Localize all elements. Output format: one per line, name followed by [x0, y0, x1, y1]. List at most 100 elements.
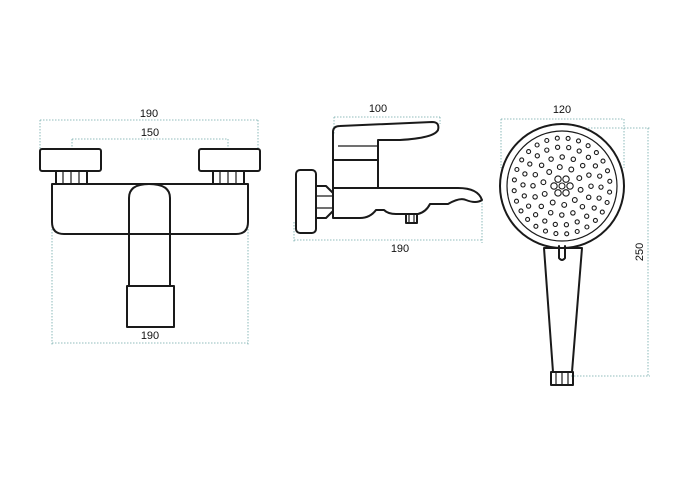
- side-view: 100 190: [293, 103, 483, 255]
- spray-hole: [527, 161, 533, 167]
- spray-hole: [519, 157, 525, 163]
- spray-hole: [541, 190, 548, 197]
- spray-hole: [592, 163, 599, 169]
- spray-hole: [520, 182, 526, 188]
- spray-hole: [566, 144, 572, 151]
- spray-hole: [585, 143, 591, 149]
- spray-hole: [553, 231, 559, 237]
- shower-height-label: 250: [634, 243, 646, 261]
- spray-hole: [554, 189, 562, 197]
- spray-hole: [604, 168, 611, 174]
- spray-hole: [542, 228, 549, 234]
- spray-hole: [579, 162, 586, 169]
- front-top-width-label: 190: [140, 108, 158, 120]
- spray-hole: [571, 197, 578, 203]
- spray-hole: [607, 178, 613, 184]
- side-nut: [315, 185, 334, 219]
- spray-hole: [533, 223, 539, 229]
- spray-hole: [600, 158, 606, 164]
- spray-hole: [532, 171, 539, 178]
- spray-hole: [575, 138, 582, 144]
- spray-hole: [591, 205, 597, 211]
- spray-hole: [547, 209, 554, 216]
- front-view: 190 150 190: [39, 108, 261, 346]
- side-spout-length-label: 190: [391, 243, 409, 255]
- spray-hole: [607, 189, 613, 195]
- spray-hole: [525, 203, 532, 209]
- lever-handle: [128, 183, 171, 287]
- side-handle-length-label: 100: [369, 103, 387, 115]
- spray-hole: [576, 148, 582, 154]
- spray-hole: [511, 188, 517, 194]
- shower-dimension-lines: [500, 118, 650, 377]
- spray-hole: [550, 182, 558, 190]
- side-spout: [332, 187, 483, 219]
- spray-hole: [544, 137, 550, 144]
- spray-hole: [584, 213, 590, 219]
- spray-hole: [562, 189, 570, 197]
- spray-hole: [599, 209, 605, 215]
- spray-hole: [588, 183, 594, 189]
- spray-hole: [564, 231, 570, 237]
- spray-hole: [532, 194, 538, 200]
- spray-hole: [568, 166, 575, 173]
- right-wall-nut: [198, 148, 261, 185]
- spray-hole: [521, 193, 527, 199]
- spray-hole: [548, 156, 554, 162]
- spray-hole: [549, 199, 556, 206]
- spray-hole: [563, 222, 570, 228]
- spray-hole: [538, 203, 545, 210]
- spray-hole: [596, 195, 602, 201]
- spray-hole: [526, 149, 532, 155]
- spray-hole: [530, 183, 536, 189]
- left-wall-nut: [39, 148, 102, 185]
- front-bottom-width-label: 190: [141, 330, 159, 342]
- spray-hole: [534, 142, 540, 148]
- front-dimension-lines: [39, 119, 259, 346]
- spray-hole: [518, 208, 524, 214]
- front-inner-width-label: 150: [141, 127, 159, 139]
- spray-hole: [544, 147, 550, 153]
- spray-hole: [585, 154, 592, 160]
- front-spout: [126, 285, 175, 328]
- spray-hole: [514, 166, 520, 173]
- center-hole: [558, 182, 566, 190]
- shower-head-rim: [499, 123, 625, 249]
- spray-hole: [554, 135, 560, 141]
- spray-hole: [559, 154, 565, 160]
- spray-hole: [584, 224, 590, 230]
- spray-hole: [522, 171, 528, 177]
- spray-hole: [556, 164, 563, 171]
- shower-spray-holes: [511, 135, 613, 237]
- side-dimension-lines: [293, 116, 483, 243]
- spray-hole: [552, 221, 558, 228]
- shower-head-view: 120 250: [499, 104, 650, 386]
- spray-hole: [579, 203, 586, 210]
- spray-hole: [574, 228, 580, 235]
- spray-hole: [585, 194, 592, 201]
- spray-hole: [546, 169, 553, 175]
- shower-width-label: 120: [553, 104, 571, 116]
- side-body: [332, 159, 379, 189]
- spray-hole: [534, 153, 540, 159]
- spray-hole: [598, 184, 604, 190]
- shower-head-face: [506, 130, 618, 242]
- spray-hole: [542, 218, 548, 224]
- side-wall-flange: [295, 169, 317, 234]
- shower-switch: [558, 245, 566, 261]
- spray-hole: [559, 212, 565, 218]
- mixer-body: [51, 183, 249, 235]
- spray-hole: [576, 175, 583, 182]
- spray-hole: [513, 198, 520, 204]
- spray-hole: [532, 212, 539, 218]
- side-aerator: [405, 213, 418, 224]
- spray-hole: [538, 162, 545, 169]
- spray-hole: [574, 219, 580, 225]
- spray-hole: [554, 175, 562, 183]
- spray-hole: [570, 210, 576, 216]
- spray-hole: [554, 144, 561, 150]
- spray-hole: [540, 179, 547, 186]
- shower-handle: [543, 247, 583, 373]
- spray-hole: [597, 173, 603, 179]
